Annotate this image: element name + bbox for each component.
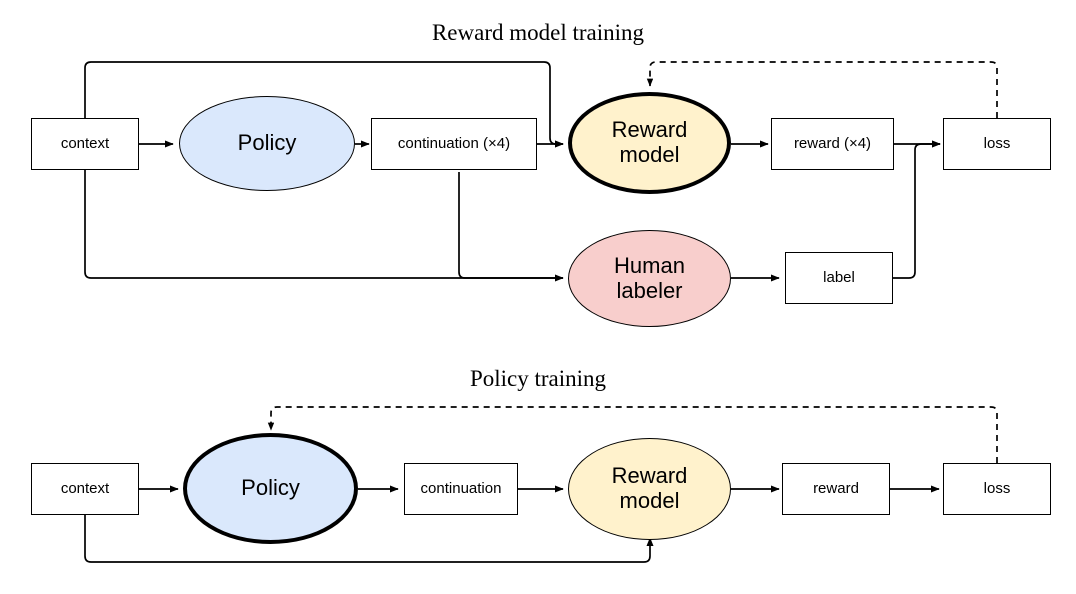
node-reward-policy-training[interactable]: reward bbox=[782, 463, 890, 515]
wire-context-to-human-labeler bbox=[84, 170, 564, 282]
wire-continuation-to-human-labeler bbox=[458, 172, 563, 279]
node-reward-model-reward-training[interactable]: Reward model bbox=[568, 92, 731, 194]
node-context-policy-training[interactable]: context bbox=[31, 463, 139, 515]
node-policy-policy-training[interactable]: Policy bbox=[183, 433, 358, 544]
node-label[interactable]: label bbox=[785, 252, 893, 304]
wire-label-to-loss bbox=[893, 140, 941, 279]
node-continuation-reward-training[interactable]: continuation (×4) bbox=[371, 118, 537, 170]
reward-section-title: Reward model training bbox=[431, 20, 645, 45]
wire-context-to-reward-model-2 bbox=[84, 515, 654, 563]
policy-section-title: Policy training bbox=[469, 366, 607, 391]
node-reward-model-policy-training[interactable]: Reward model bbox=[568, 438, 731, 540]
node-loss-reward-training[interactable]: loss bbox=[943, 118, 1051, 170]
node-human-labeler[interactable]: Human labeler bbox=[568, 230, 731, 327]
node-reward-reward-training[interactable]: reward (×4) bbox=[771, 118, 894, 170]
node-loss-policy-training[interactable]: loss bbox=[943, 463, 1051, 515]
node-context-reward-training[interactable]: context bbox=[31, 118, 139, 170]
node-continuation-policy-training[interactable]: continuation bbox=[404, 463, 518, 515]
node-policy-reward-training[interactable]: Policy bbox=[179, 96, 355, 191]
